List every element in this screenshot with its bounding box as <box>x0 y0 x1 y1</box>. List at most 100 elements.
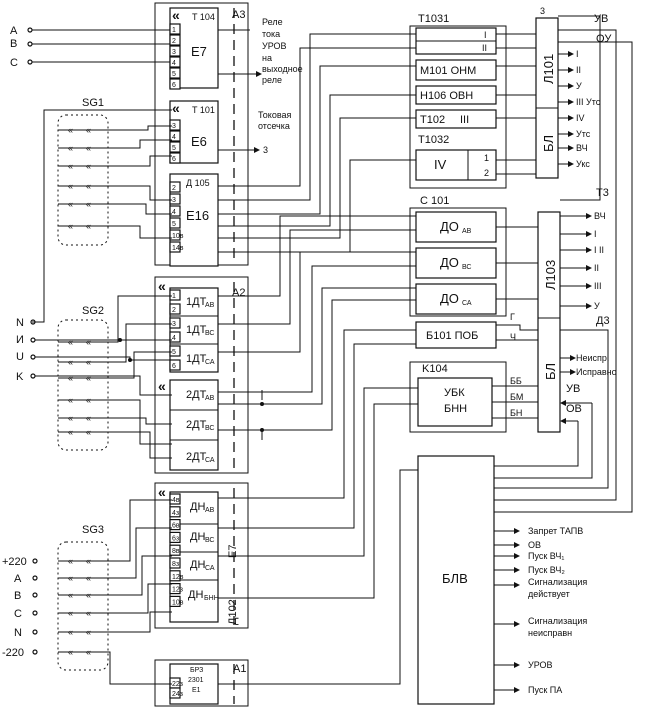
sg-row: «« <box>58 427 108 437</box>
dt1ab-label: 1ДТ <box>186 296 207 308</box>
sg-row: «« <box>58 556 108 566</box>
svg-text:«: « <box>86 143 91 153</box>
pin-label: 12з <box>172 587 183 594</box>
interconnect-wiring <box>32 15 633 685</box>
svg-text:«: « <box>158 278 166 294</box>
svg-text:СА: СА <box>205 565 215 572</box>
svg-text:«: « <box>86 125 91 135</box>
svg-text:«: « <box>86 181 91 191</box>
sg-row: «« <box>58 357 108 367</box>
blv-output: ОВ <box>494 540 541 550</box>
input-c2-label: C <box>14 608 22 620</box>
svg-text:«: « <box>68 125 73 135</box>
l103-output: II <box>560 263 599 273</box>
input-n2-label: N <box>14 627 22 639</box>
neispr-label: Неиспр. <box>576 353 609 363</box>
pin: 4 <box>169 56 181 68</box>
l101-bl-label: БЛ <box>541 135 556 152</box>
sg-row: «« <box>58 337 108 347</box>
pin-label: 4 <box>172 209 176 216</box>
input-n-label: N <box>16 317 24 329</box>
pin-label: 24з <box>172 691 183 698</box>
l103-output: I II <box>560 245 604 255</box>
l101-label: Л101 <box>541 54 556 84</box>
svg-text:ВС: ВС <box>205 537 215 544</box>
sg3-label: SG3 <box>82 524 104 536</box>
pin-label: 5 <box>172 349 176 356</box>
e6-label: E6 <box>191 134 207 149</box>
svg-text:«: « <box>68 608 73 618</box>
l103-output-label: II <box>594 263 599 273</box>
l101-output: Утс <box>558 129 591 139</box>
svg-text:АВ: АВ <box>205 302 215 309</box>
pin: 12в <box>169 570 184 582</box>
l103-t3: Т3 <box>596 187 609 199</box>
l101-output: Укс <box>558 159 590 169</box>
svg-text:«: « <box>86 608 91 618</box>
input-k-label: K <box>16 371 24 383</box>
pin: 1 <box>169 289 181 301</box>
pin: 8в <box>169 544 181 556</box>
pin-label: 2 <box>172 185 176 192</box>
t1031-group: T1031 I II M101 OHM H106 OBH T102 III T1… <box>409 13 507 189</box>
do-bc-label: ДО <box>440 255 459 270</box>
pin: 6в <box>169 518 181 531</box>
l101-output-label: III Утс <box>576 97 601 107</box>
sg-row: «« <box>58 573 108 583</box>
pin: 2 <box>169 34 181 46</box>
pin-label: 3 <box>172 197 176 204</box>
pin-label: 10в <box>172 233 184 240</box>
pin-label: 2 <box>172 307 176 314</box>
svg-text:«: « <box>172 7 180 23</box>
pin-label: 22з <box>172 681 183 688</box>
svg-text:БНН: БНН <box>204 595 219 602</box>
input-p220-label: +220 <box>2 556 27 568</box>
svg-text:«: « <box>68 337 73 347</box>
sg-row: «« <box>58 143 108 153</box>
svg-text:I: I <box>484 30 487 40</box>
blv-output-label: Пуск ВЧ₂ <box>528 565 565 575</box>
pin: 10в <box>169 595 184 608</box>
sg-row: «« <box>58 608 108 618</box>
svg-text:«: « <box>68 647 73 657</box>
pin-label: 4в <box>172 497 180 504</box>
svg-text:ВС: ВС <box>205 330 215 337</box>
l101-output-label: I <box>576 49 579 59</box>
pin: 6 <box>169 359 181 371</box>
pin-label: 3 <box>172 321 176 328</box>
blv-output: УРОВ <box>494 660 553 670</box>
l101-output: IV <box>558 113 585 123</box>
pin: 5 <box>169 217 181 229</box>
svg-text:1: 1 <box>484 153 489 163</box>
input-i-label: И <box>16 334 24 346</box>
sg-row: «« <box>58 125 108 135</box>
l101-output-label: Утс <box>576 129 591 139</box>
svg-text:«: « <box>68 373 73 383</box>
pin: 6 <box>169 78 181 90</box>
blv-output-label: Пуск ВЧ₁ <box>528 551 564 561</box>
dn-ab-label: ДН <box>190 501 205 513</box>
blv-output: Сигнализация действует <box>494 577 587 599</box>
svg-text:3: 3 <box>540 6 545 16</box>
svg-text:БН: БН <box>510 408 522 418</box>
blv-label: БЛВ <box>442 571 468 586</box>
pin: 5 <box>169 67 181 79</box>
blv-output: Пуск ВЧ₂ <box>494 565 565 575</box>
l101-output: III Утс <box>558 97 601 107</box>
blv-output-label: действует <box>528 589 570 599</box>
pin: 6з <box>169 531 181 544</box>
blv-output-label: Сигнализация <box>528 577 587 587</box>
dt1bc-label: 1ДТ <box>186 324 207 336</box>
t1031-title: T1031 <box>418 13 449 25</box>
svg-text:СА: СА <box>462 300 472 307</box>
ubk-label: УБК <box>444 387 465 399</box>
pin: 4 <box>169 331 181 343</box>
pin-label: 6 <box>172 156 176 163</box>
t102-label: T102 <box>420 114 445 126</box>
l101-uv: УВ <box>594 13 608 25</box>
sg-blocks: SG1 «««««««««««« SG2 «««««««««««« SG3 ««… <box>57 97 109 671</box>
sg-row: «« <box>58 590 108 600</box>
pin: 5 <box>169 345 181 357</box>
